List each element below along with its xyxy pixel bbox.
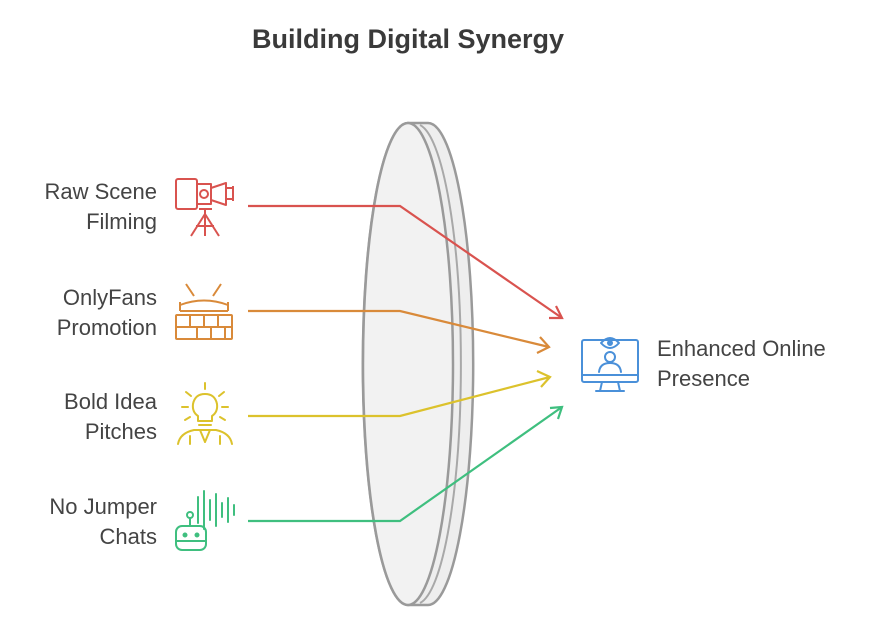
output-label: Enhanced Online Presence <box>657 336 826 391</box>
connector-no-jumper <box>248 405 564 523</box>
connector-raw-scene <box>248 204 564 320</box>
lens-shape <box>361 121 475 607</box>
film-camera-icon <box>175 178 234 237</box>
input-label-raw-scene: Raw Scene Filming <box>44 179 157 234</box>
connector-onlyfans <box>248 309 551 354</box>
diagram-title: Building Digital Synergy <box>251 24 565 54</box>
input-label-onlyfans: OnlyFans Promotion <box>56 285 157 340</box>
connector-bold-idea <box>248 370 552 418</box>
input-label-bold-idea: Bold Idea Pitches <box>64 389 157 444</box>
monitor-user-icon <box>581 337 639 392</box>
lightbulb-person-icon <box>177 382 233 445</box>
input-label-no-jumper: No Jumper Chats <box>49 494 157 549</box>
stage-promotion-icon <box>175 283 233 340</box>
robot-audio-icon <box>175 490 235 551</box>
